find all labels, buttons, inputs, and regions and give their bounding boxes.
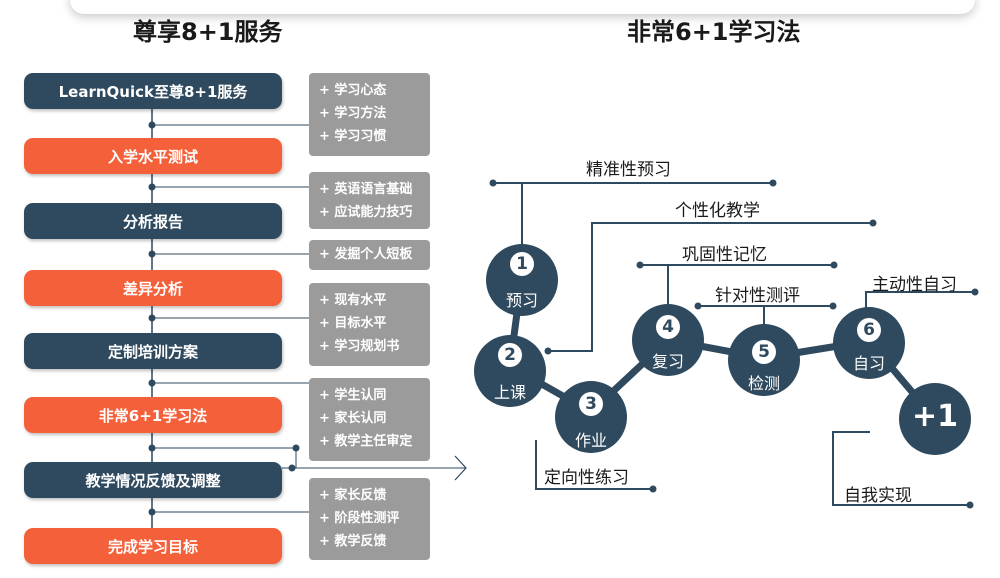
note-level-plan: + 现有水平 + 目标水平 + 学习规划书: [309, 283, 430, 366]
step-complete-goal: 完成学习目标: [24, 528, 282, 564]
label-targeted-test: 针对性测评: [715, 286, 800, 306]
note-connectors: [152, 124, 466, 513]
node-label-review: 复习: [651, 352, 684, 371]
label-personal-teaching: 个性化教学: [675, 201, 760, 221]
note-language-basics: + 英语语言基础 + 应试能力技巧: [309, 172, 430, 229]
note-line: + 学生认同: [319, 388, 387, 403]
step-entrance-test: 入学水平测试: [24, 138, 282, 174]
note-line: + 学习习惯: [319, 129, 387, 144]
note-line: + 发掘个人短板: [319, 247, 413, 262]
node-label-self-study: 自习: [852, 354, 885, 373]
note-line: + 阶段性测评: [319, 511, 400, 526]
node-number-1: 1: [510, 252, 534, 276]
label-precise-preview: 精准性预习: [586, 160, 671, 180]
label-consolidate-memory: 巩固性记忆: [682, 245, 767, 265]
note-line: + 现有水平: [319, 293, 387, 308]
note-line: + 教学反馈: [319, 534, 387, 549]
label-active-self-study: 主动性自习: [872, 275, 957, 295]
node-label-class: 上课: [493, 383, 526, 402]
note-weakness: + 发掘个人短板: [309, 240, 430, 270]
note-approval: + 学生认同 + 家长认同 + 教学主任审定: [309, 378, 430, 461]
node-number-6: 6: [857, 318, 881, 342]
note-feedback: + 家长反馈 + 阶段性测评 + 教学反馈: [309, 478, 430, 560]
note-line: + 学习方法: [319, 106, 387, 121]
arrow-chevron-icon: [454, 455, 467, 481]
note-line: + 教学主任审定: [319, 434, 413, 449]
right-heading: 非常6+1学习法: [627, 18, 801, 46]
note-line: + 目标水平: [319, 316, 387, 331]
step-analysis-report: 分析报告: [24, 203, 282, 239]
note-mindset: + 学习心态 + 学习方法 + 学习习惯: [309, 73, 430, 156]
node-label-preview: 预习: [505, 291, 538, 310]
node-label-homework: 作业: [574, 431, 607, 450]
annotation-dots: [489, 179, 979, 509]
note-line: + 学习心态: [319, 83, 387, 98]
step-custom-plan: 定制培训方案: [24, 333, 282, 369]
note-line: + 英语语言基础: [319, 182, 413, 197]
note-line: + 家长反馈: [319, 488, 387, 503]
step-feedback-adjustment: 教学情况反馈及调整: [24, 462, 282, 498]
note-line: + 学习规划书: [319, 339, 400, 354]
node-circles: [474, 244, 971, 455]
node-number-2: 2: [498, 343, 522, 367]
node-number-5: 5: [752, 340, 776, 364]
label-directed-practice: 定向性练习: [544, 468, 629, 488]
top-shadow-bar: [70, 0, 975, 14]
left-heading: 尊享8+1服务: [133, 18, 283, 46]
label-self-realization: 自我实现: [844, 486, 912, 506]
note-line: + 应试能力技巧: [319, 205, 413, 220]
note-line: + 家长认同: [319, 411, 387, 426]
step-six-plus-one-method: 非常6+1学习法: [24, 397, 282, 433]
step-gap-analysis: 差异分析: [24, 270, 282, 306]
node-plus-one: +1: [911, 399, 958, 434]
step-learnquick-service: LearnQuick至尊8+1服务: [24, 73, 282, 109]
node-number-4: 4: [656, 315, 680, 339]
node-label-test: 检测: [747, 374, 780, 393]
node-number-3: 3: [579, 392, 603, 416]
annotation-lines: [493, 182, 975, 506]
